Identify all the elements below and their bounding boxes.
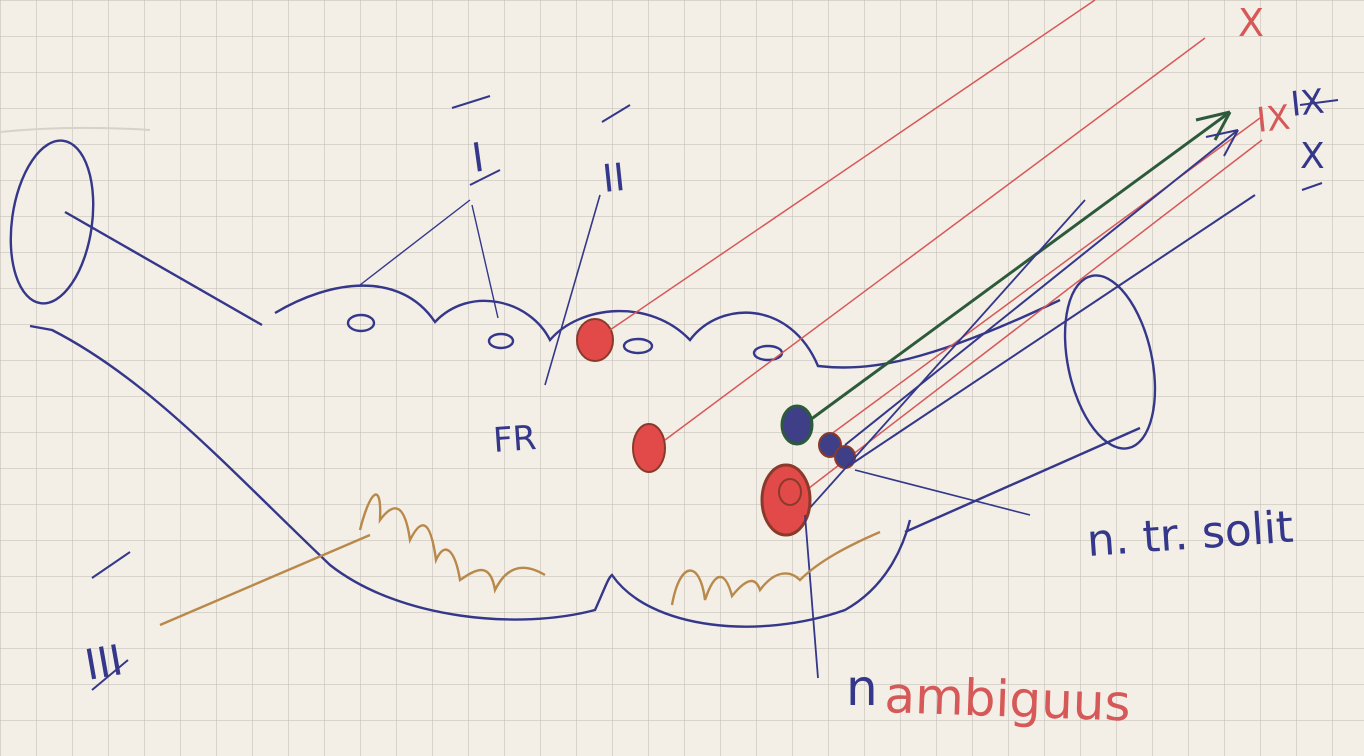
- nucleus-ambiguus: [762, 465, 810, 535]
- label-ix: IX: [1289, 82, 1326, 125]
- label-x-top: X: [1238, 1, 1264, 45]
- nucleus-red-1: [577, 319, 613, 361]
- label-ix-red: IX: [1255, 98, 1292, 141]
- label-x: X: [1300, 136, 1325, 177]
- nucleus-green: [782, 406, 812, 444]
- nucleus-red-2: [633, 424, 665, 472]
- label-fr: FR: [492, 418, 538, 461]
- label-ambiguus: ambiguus: [884, 666, 1132, 733]
- label-roman-II: II: [600, 155, 627, 201]
- label-n-prefix: n: [846, 659, 878, 717]
